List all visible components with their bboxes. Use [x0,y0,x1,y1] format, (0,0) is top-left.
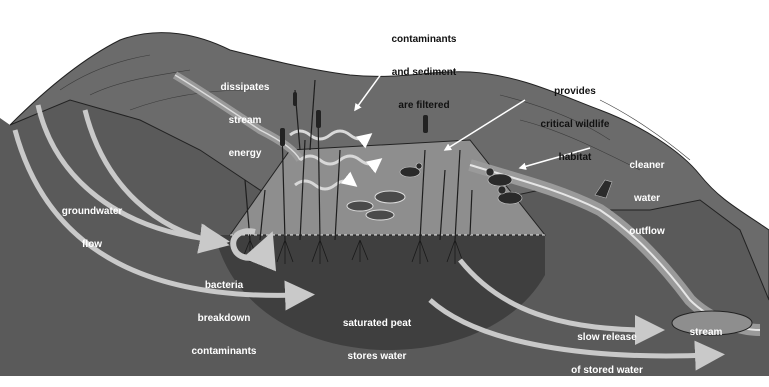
label-cleaner-line1: cleaner [612,160,682,171]
label-groundwater-line1: groundwater [42,206,142,217]
label-contaminants-line3: are filtered [369,100,479,111]
label-slow-release-line2: of stored water [552,365,662,376]
label-saturated-line1: saturated peat [322,318,432,329]
label-contaminants-filtered: contaminants and sediment are filtered [369,12,479,122]
label-cleaner-outflow: cleaner water outflow [612,138,682,248]
label-bacteria-line3: contaminants [174,346,274,357]
label-contaminants-line1: contaminants [369,34,479,45]
label-dissipates-energy: dissipates stream energy [210,60,280,170]
label-stream: stream [676,305,736,349]
label-dissipates-line2: stream [210,115,280,126]
label-saturated-line2: stores water [322,351,432,362]
label-cleaner-line3: outflow [612,226,682,237]
label-dissipates-line3: energy [210,148,280,159]
label-provides-line2: critical wildlife [520,119,630,130]
label-bacteria-line1: bacteria [174,280,274,291]
label-provides-line1: provides [520,86,630,97]
label-cleaner-line2: water [612,193,682,204]
label-stream-line1: stream [676,327,736,338]
label-bacteria-breakdown: bacteria breakdown contaminants [174,258,274,368]
label-groundwater-flow: groundwater flow [42,184,142,261]
label-bacteria-line2: breakdown [174,313,274,324]
label-slow-release-line1: slow release [552,332,662,343]
label-groundwater-line2: flow [42,239,142,250]
label-dissipates-line1: dissipates [210,82,280,93]
label-contaminants-line2: and sediment [369,67,479,78]
label-slow-release: slow release of stored water [552,310,662,387]
wetland-diagram: contaminants and sediment are filtered d… [0,0,769,376]
label-saturated-peat: saturated peat stores water [322,296,432,373]
